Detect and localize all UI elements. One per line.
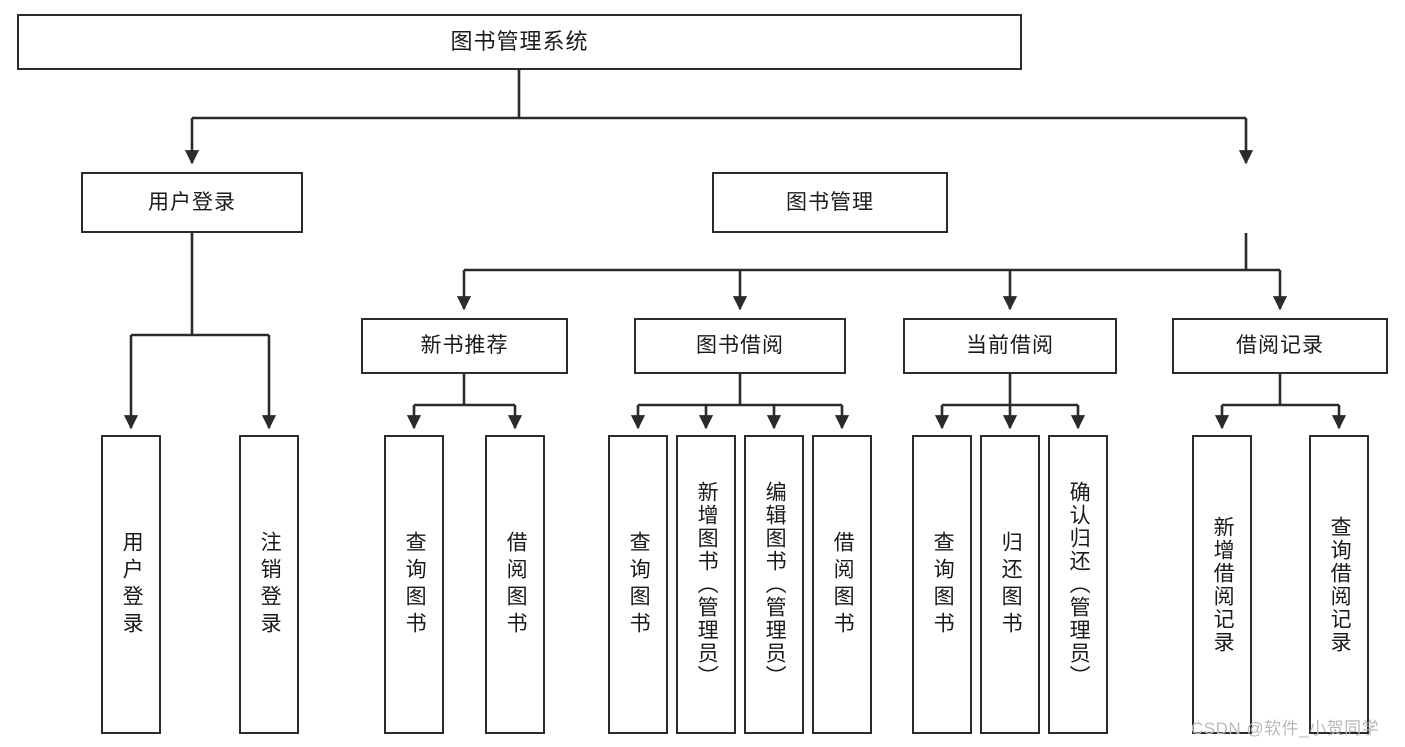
leaf-query-book-new-recommend[interactable]: 查询图书 bbox=[384, 435, 444, 734]
leaf-borrow-book[interactable]: 借阅图书 bbox=[812, 435, 872, 734]
leaf-add-borrow-record[interactable]: 新增借阅记录 bbox=[1192, 435, 1252, 734]
node-current-borrow[interactable]: 当前借阅 bbox=[903, 318, 1117, 374]
node-root-book-management-system[interactable]: 图书管理系统 bbox=[17, 14, 1022, 70]
node-book-borrow[interactable]: 图书借阅 bbox=[634, 318, 846, 374]
node-borrow-record[interactable]: 借阅记录 bbox=[1172, 318, 1388, 374]
node-user-login[interactable]: 用户登录 bbox=[81, 172, 303, 233]
leaf-edit-book-admin[interactable]: 编辑图书（管理员） bbox=[744, 435, 804, 734]
leaf-add-book-admin[interactable]: 新增图书（管理员） bbox=[676, 435, 736, 734]
node-new-book-recommend[interactable]: 新书推荐 bbox=[361, 318, 568, 374]
leaf-return-book[interactable]: 归还图书 bbox=[980, 435, 1040, 734]
leaf-query-book-current-borrow[interactable]: 查询图书 bbox=[912, 435, 972, 734]
leaf-query-borrow-record[interactable]: 查询借阅记录 bbox=[1309, 435, 1369, 734]
leaf-borrow-book-new-recommend[interactable]: 借阅图书 bbox=[485, 435, 545, 734]
leaf-logout-login[interactable]: 注销登录 bbox=[239, 435, 299, 734]
leaf-confirm-return-admin[interactable]: 确认归还（管理员） bbox=[1048, 435, 1108, 734]
csdn-watermark: CSDN @软件_小贺同学 bbox=[1191, 719, 1380, 738]
node-book-management[interactable]: 图书管理 bbox=[712, 172, 948, 233]
leaf-query-book-borrow[interactable]: 查询图书 bbox=[608, 435, 668, 734]
leaf-user-login[interactable]: 用户登录 bbox=[101, 435, 161, 734]
